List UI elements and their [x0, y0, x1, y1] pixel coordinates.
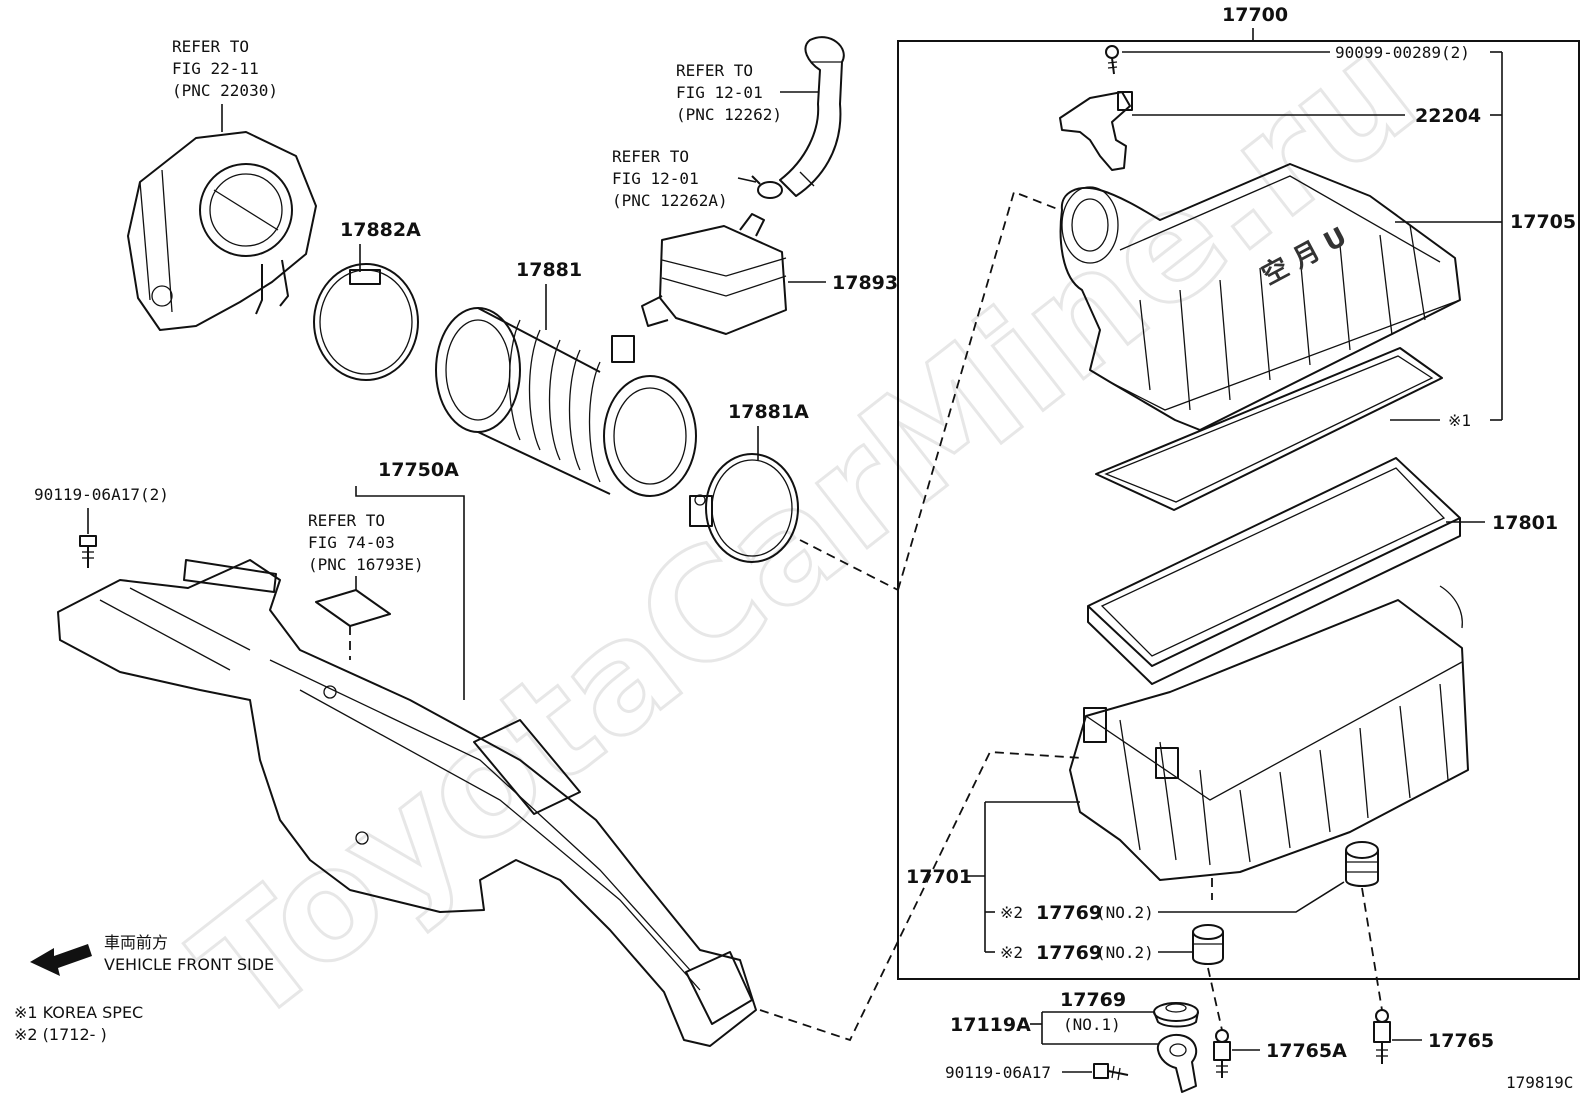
ref-12262a-line3[interactable]: (PNC 12262A) [612, 191, 728, 210]
ref-22030-line1[interactable]: REFER TO [172, 37, 249, 56]
label-90119-06a17-a[interactable]: 90119-06A17(2) [34, 485, 169, 504]
label-17769-c[interactable]: 17769 [1060, 989, 1126, 1011]
ref-12262-line3[interactable]: (PNC 12262) [676, 105, 782, 124]
ref-12262-line2[interactable]: FIG 12-01 [676, 83, 763, 102]
label-17801[interactable]: 17801 [1492, 512, 1558, 534]
label-90099-00289[interactable]: 90099-00289(2) [1335, 43, 1470, 62]
assembly-box-17700 [897, 40, 1580, 980]
clamp-17882a-icon[interactable] [313, 263, 419, 381]
airflow-meter-22204-icon[interactable] [1059, 91, 1133, 171]
label-star2-a[interactable]: ※2 [1000, 903, 1023, 922]
air-cleaner-case-17701-icon[interactable] [1069, 585, 1469, 881]
ref-16793e-line2[interactable]: FIG 74-03 [308, 533, 395, 552]
ref-16793e-line3[interactable]: (PNC 16793E) [308, 555, 424, 574]
pin-17765a-icon[interactable] [1213, 1029, 1231, 1078]
label-17765a[interactable]: 17765A [1266, 1040, 1347, 1062]
bolt-90119-06a17-2-icon[interactable] [79, 535, 97, 568]
throttle-body-icon[interactable] [127, 131, 317, 331]
grommet-17769-no2-b-icon[interactable] [1192, 924, 1224, 965]
resonator-17893-icon[interactable] [641, 213, 787, 335]
label-17769-b[interactable]: 17769 [1036, 942, 1102, 964]
label-22204[interactable]: 22204 [1415, 105, 1481, 127]
note-korea-spec: ※1 KOREA SPEC [14, 1003, 143, 1022]
bolt-90119-06a17-icon[interactable] [1093, 1063, 1129, 1081]
label-17700[interactable]: 17700 [1222, 4, 1288, 26]
label-17119a[interactable]: 17119A [950, 1014, 1031, 1036]
grommet-17769-no1-icon[interactable] [1153, 1002, 1199, 1028]
grommet-17769-no2-a-icon[interactable] [1345, 841, 1379, 887]
ref-12262a-line2[interactable]: FIG 12-01 [612, 169, 699, 188]
hose-clip-icon[interactable] [751, 175, 783, 199]
label-17893[interactable]: 17893 [832, 272, 898, 294]
front-direction-arrow-icon [30, 944, 92, 976]
direction-label-jp: 車両前方 [104, 933, 168, 952]
ref-16793e-line1[interactable]: REFER TO [308, 511, 385, 530]
screw-90099-icon[interactable] [1105, 45, 1119, 75]
label-no1[interactable]: (NO.1) [1063, 1015, 1121, 1034]
direction-label-en: VEHICLE FRONT SIDE [104, 955, 274, 974]
label-plate-icon[interactable] [315, 589, 391, 627]
ref-12262-line1[interactable]: REFER TO [676, 61, 753, 80]
label-17765[interactable]: 17765 [1428, 1030, 1494, 1052]
label-no2-b[interactable]: (NO.2) [1096, 943, 1154, 962]
label-17705[interactable]: 17705 [1510, 211, 1576, 233]
label-star2-b[interactable]: ※2 [1000, 943, 1023, 962]
air-duct-17750a-icon[interactable] [57, 559, 757, 1047]
label-17881a[interactable]: 17881A [728, 401, 809, 423]
intake-hose-17881-icon[interactable] [435, 307, 697, 497]
figure-code: 179819C [1506, 1073, 1573, 1092]
label-90119-06a17-b[interactable]: 90119-06A17 [945, 1063, 1051, 1082]
breather-hose-icon[interactable] [779, 36, 845, 197]
pin-17765-icon[interactable] [1373, 1009, 1391, 1064]
gasket-korea-spec-icon[interactable] [1095, 347, 1443, 511]
ref-22030-line2[interactable]: FIG 22-11 [172, 59, 259, 78]
watermark: ToyotaCarMine.ru [165, 3, 1447, 1058]
note-production-date: ※2 (1712- ) [14, 1025, 107, 1044]
label-17882a[interactable]: 17882A [340, 219, 421, 241]
bracket-17119a-icon[interactable] [1156, 1034, 1198, 1093]
label-star1[interactable]: ※1 [1448, 411, 1471, 430]
label-17769-a[interactable]: 17769 [1036, 902, 1102, 924]
label-no2-a[interactable]: (NO.2) [1096, 903, 1154, 922]
clamp-17881a-icon[interactable] [689, 453, 799, 563]
air-filter-element-17801-icon[interactable] [1087, 457, 1461, 685]
ref-22030-line3[interactable]: (PNC 22030) [172, 81, 278, 100]
label-17750a[interactable]: 17750A [378, 459, 459, 481]
label-17881[interactable]: 17881 [516, 259, 582, 281]
label-17701[interactable]: 17701 [906, 866, 972, 888]
ref-12262a-line1[interactable]: REFER TO [612, 147, 689, 166]
